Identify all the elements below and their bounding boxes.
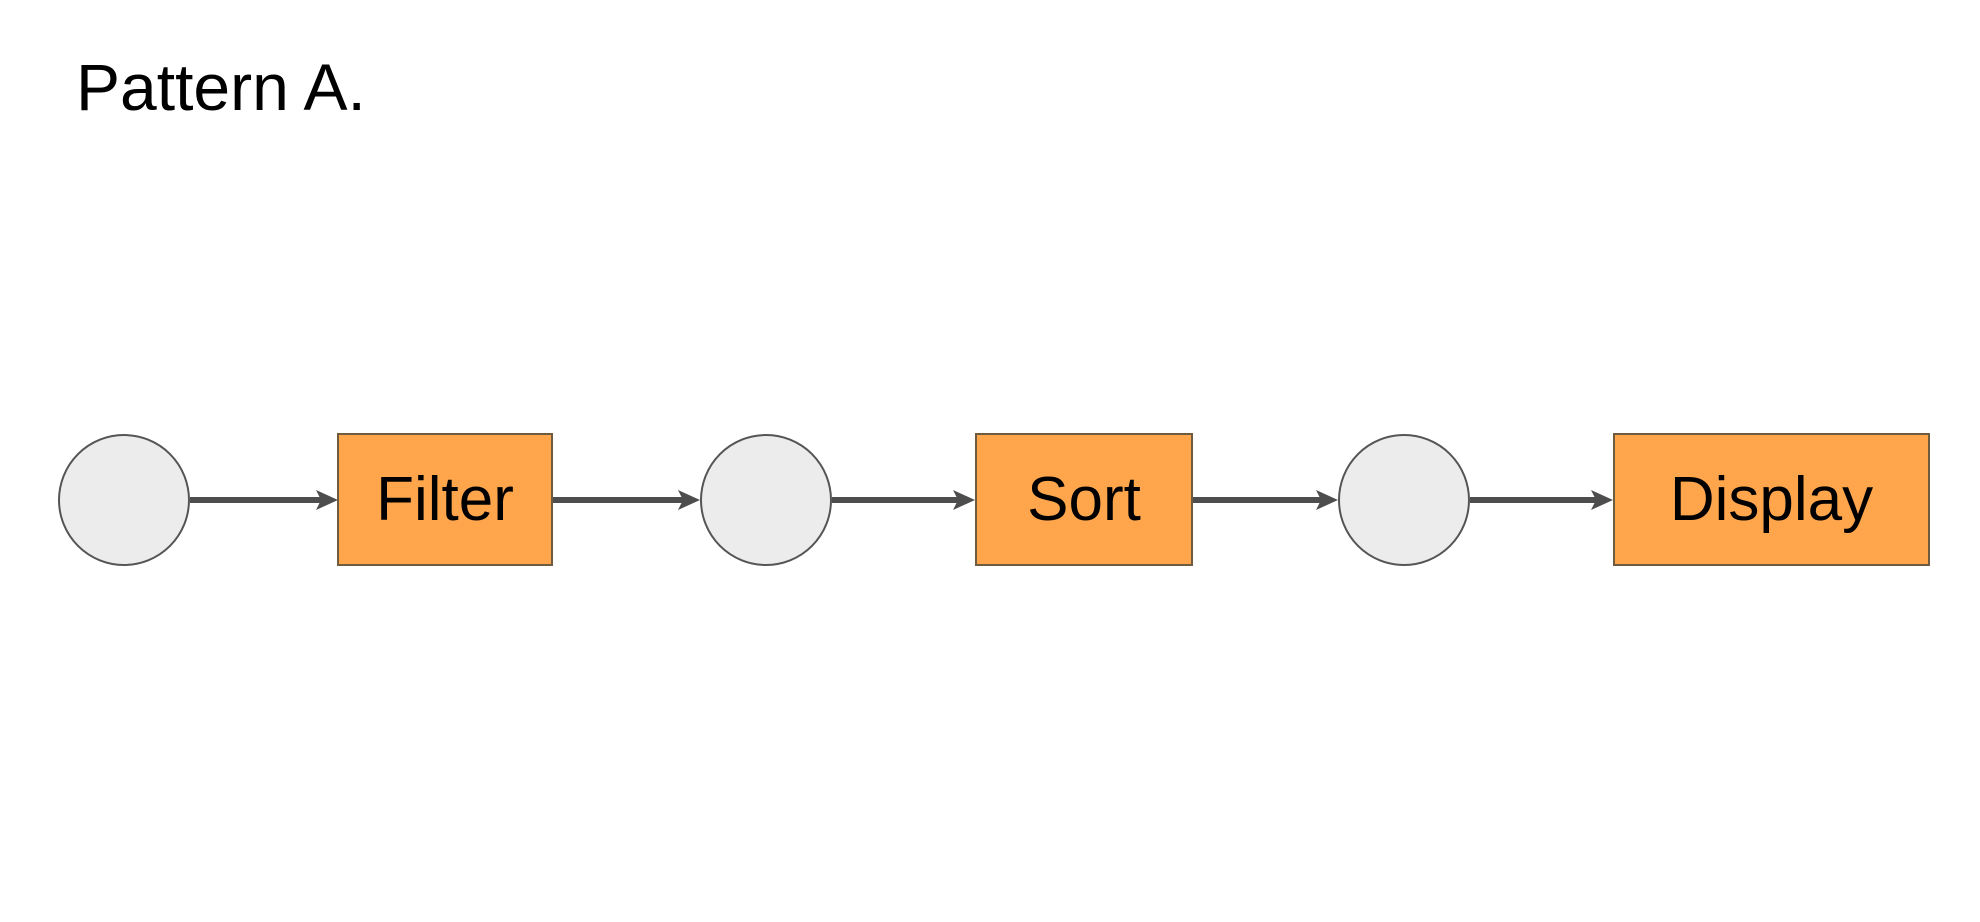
node-sort[interactable]: Sort <box>975 433 1193 566</box>
edge-state2-to-sort <box>832 487 975 513</box>
edge-filter-to-state2 <box>553 487 700 513</box>
node-display[interactable]: Display <box>1613 433 1930 566</box>
node-state-2[interactable] <box>700 434 832 566</box>
page-title: Pattern A. <box>76 50 366 124</box>
node-sort-label: Sort <box>1027 464 1141 534</box>
node-filter-label: Filter <box>376 464 514 534</box>
edge-state3-to-display <box>1470 487 1613 513</box>
node-filter[interactable]: Filter <box>337 433 553 566</box>
node-state-3[interactable] <box>1338 434 1470 566</box>
node-display-label: Display <box>1669 464 1874 534</box>
edge-state1-to-filter <box>190 487 338 513</box>
edge-sort-to-state3 <box>1193 487 1338 513</box>
node-state-1[interactable] <box>58 434 190 566</box>
